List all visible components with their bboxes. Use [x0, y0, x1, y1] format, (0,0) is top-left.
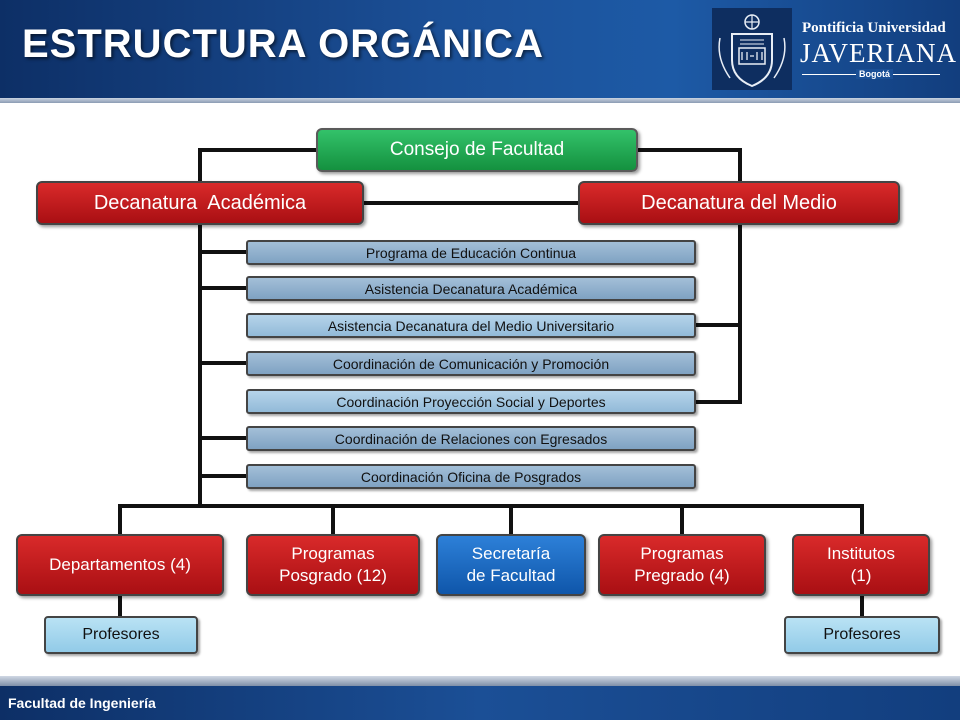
unit-label: Coordinación de Comunicación y Promoción — [332, 355, 610, 372]
secretaria-label-line2: de Facultad — [466, 566, 556, 585]
pregrado-label-line1: Programas — [640, 544, 724, 563]
profesores-right-box: Profesores — [784, 616, 940, 654]
pregrado-label-line2: Pregrado (4) — [634, 566, 730, 585]
programas-posgrado-box: Programas Posgrado (12) — [246, 534, 420, 596]
logo-text-pontificia: Pontificia Universidad — [802, 20, 946, 36]
logo-text-city: Bogotá — [856, 69, 893, 79]
footer-bar: Facultad de Ingeniería — [0, 686, 960, 720]
decanatura-academica-box: Decanatura Académica — [36, 181, 364, 225]
header-bar: ESTRUCTURA ORGÁNICA Pontificia Universid… — [0, 0, 960, 98]
header-divider — [0, 98, 960, 103]
secretaria-box: Secretaría de Facultad — [436, 534, 586, 596]
posgrado-label-line2: Posgrado (12) — [279, 566, 387, 585]
unit-label: Coordinación de Relaciones con Egresados — [334, 430, 608, 447]
unit-educacion-continua: Programa de Educación Continua — [246, 240, 696, 265]
footer-divider — [0, 676, 960, 686]
institutos-label-line1: Institutos — [826, 544, 896, 563]
unit-label: Programa de Educación Continua — [365, 244, 577, 261]
programas-pregrado-box: Programas Pregrado (4) — [598, 534, 766, 596]
institutos-label-line2: (1) — [850, 566, 872, 585]
council-box: Consejo de Facultad — [316, 128, 638, 172]
university-crest-icon — [712, 8, 792, 90]
unit-label: Asistencia Decanatura del Medio Universi… — [327, 317, 615, 334]
profesores-left-box: Profesores — [44, 616, 198, 654]
page-title: ESTRUCTURA ORGÁNICA — [22, 22, 544, 66]
footer-text: Facultad de Ingeniería — [8, 695, 156, 711]
council-label: Consejo de Facultad — [389, 139, 565, 160]
decanatura-academica-label: Decanatura Académica — [93, 191, 307, 214]
departamentos-box: Departamentos (4) — [16, 534, 224, 596]
unit-label: Coordinación Proyección Social y Deporte… — [336, 393, 606, 410]
logo-text-javeriana: JAVERIANA — [800, 38, 958, 68]
unit-oficina-posgrados: Coordinación Oficina de Posgrados — [246, 464, 696, 489]
decanatura-medio-label: Decanatura del Medio — [641, 191, 837, 214]
unit-proyeccion-social: Coordinación Proyección Social y Deporte… — [246, 389, 696, 414]
unit-comunicacion-promocion: Coordinación de Comunicación y Promoción — [246, 351, 696, 376]
unit-asistencia-academica: Asistencia Decanatura Académica — [246, 276, 696, 301]
posgrado-label-line1: Programas — [291, 544, 375, 563]
profesores-left-label: Profesores — [82, 626, 160, 643]
institutos-box: Institutos (1) — [792, 534, 930, 596]
unit-label: Asistencia Decanatura Académica — [364, 280, 578, 297]
university-logo: Pontificia Universidad JAVERIANA Bogotá — [712, 8, 956, 90]
unit-asistencia-medio: Asistencia Decanatura del Medio Universi… — [246, 313, 696, 338]
unit-relaciones-egresados: Coordinación de Relaciones con Egresados — [246, 426, 696, 451]
secretaria-label-line1: Secretaría — [471, 544, 551, 563]
decanatura-medio-box: Decanatura del Medio — [578, 181, 900, 225]
departamentos-label: Departamentos (4) — [49, 555, 191, 574]
unit-label: Coordinación Oficina de Posgrados — [360, 468, 582, 485]
profesores-right-label: Profesores — [823, 626, 901, 643]
